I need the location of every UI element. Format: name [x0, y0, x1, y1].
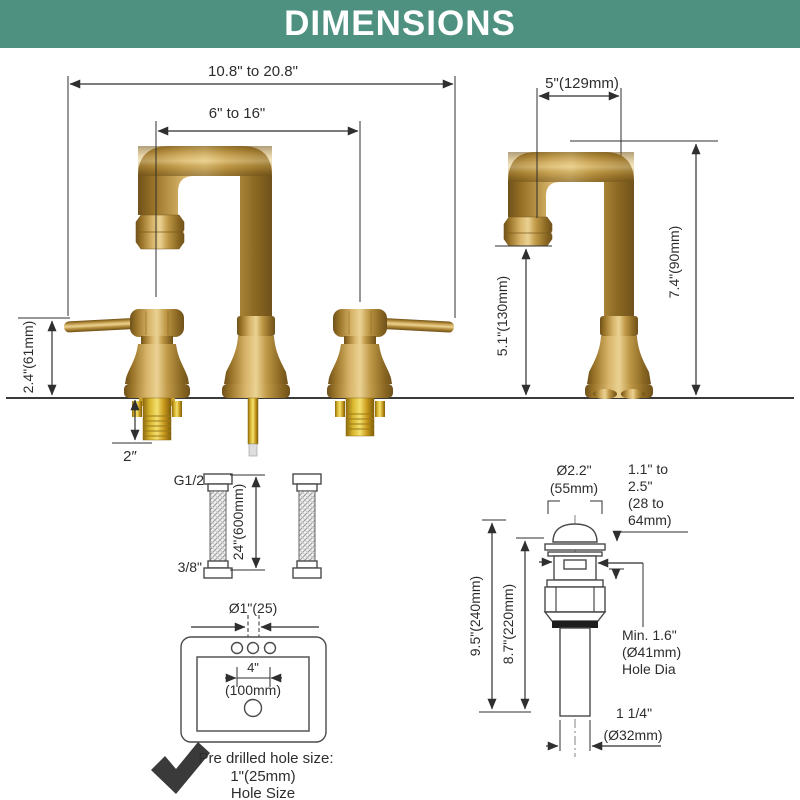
side-view-drawing — [503, 88, 653, 399]
predrilled-note-line1: Pre drilled hole size: — [198, 750, 333, 767]
handle-spread-label: 6" to 16" — [209, 105, 266, 122]
dim-spout-reach: 5"(129mm) — [536, 75, 620, 218]
drain-popup-cap — [552, 523, 598, 543]
dim-drain-total-height: 9.5"(240mm) — [467, 519, 531, 713]
front-right-handle-bell — [328, 344, 392, 384]
dim-handle-height: 2.4"(61mm) — [18, 317, 70, 396]
sink-hole-left — [230, 641, 244, 655]
mount-range-line4: 64mm) — [628, 512, 672, 528]
sink-basin — [196, 656, 310, 732]
front-center-rod — [247, 397, 259, 445]
dim-hole-spacing: 4" (100mm) — [225, 660, 282, 698]
dim-hose-length: 24"(600mm) — [230, 474, 265, 571]
tailpipe-dia-line1: 1 1/4" — [616, 705, 652, 721]
drain-taper — [543, 611, 607, 622]
min-hole-line2: (Ø41mm) — [622, 644, 681, 660]
front-right-handle-base — [327, 384, 393, 398]
hose-bottom-thread-label: 3/8" — [178, 559, 202, 575]
side-spout-arm-shading — [508, 152, 634, 182]
drain-tailpipe — [559, 627, 591, 717]
dim-deck-thickness: 2″ — [112, 399, 152, 465]
technical-drawing: 10.8" to 20.8" 6" to 16" 2.4"(61mm) 2″ — [6, 63, 794, 800]
hose-1 — [203, 473, 233, 579]
drain-drawing: Ø2.2" (55mm) 1.1" to 2.5" (28 to 64mm) — [467, 461, 688, 757]
front-spout — [138, 146, 272, 390]
front-left-handle-cap — [130, 309, 184, 337]
front-left-lever — [64, 318, 139, 333]
front-left-shank-nut-r — [172, 401, 182, 417]
hose-length-label: 24"(600mm) — [230, 484, 246, 561]
hole-spacing-mm-label: (100mm) — [225, 682, 281, 698]
tailpipe-dia-line2: (Ø32mm) — [603, 727, 662, 743]
spout-reach-label: 5"(129mm) — [545, 75, 619, 92]
dimensions-header: DIMENSIONS — [0, 0, 800, 48]
drain-flange-dia-line1: Ø2.2" — [556, 462, 591, 478]
front-left-handle-neck — [141, 336, 173, 346]
front-spout-bell — [224, 336, 288, 384]
front-right-lever — [379, 318, 454, 333]
front-left-shank-nut-l — [132, 401, 142, 417]
drain-overflow-slot — [563, 559, 587, 570]
dim-handle-spread: 6" to 16" — [155, 105, 361, 302]
front-view-drawing — [64, 146, 454, 457]
dim-tailpipe-dia: 1 1/4" (Ø32mm) — [546, 705, 663, 751]
sink-hole-dia-label: Ø1"(25) — [229, 600, 278, 616]
drain-flange-dia-line2: (55mm) — [550, 480, 598, 496]
front-spout-arm-shading — [138, 146, 272, 176]
side-spout-bell — [587, 336, 651, 384]
predrilled-note-line3: Hole Size — [231, 785, 295, 800]
checkmark-icon — [151, 742, 210, 794]
sink-hole-right — [263, 641, 277, 655]
overall-width-label: 10.8" to 20.8" — [208, 63, 298, 80]
flange-bracket-right — [590, 500, 603, 514]
side-spout — [508, 152, 634, 390]
front-left-handle-base — [124, 384, 190, 398]
side-base-scallop-1 — [593, 389, 617, 399]
dim-outlet-height: 5.1"(130mm) — [494, 245, 552, 396]
supply-hoses-drawing: G1/2 3/8" 24"(600mm) — [174, 472, 322, 579]
front-right-shank — [345, 397, 375, 437]
drain-total-height-label: 9.5"(240mm) — [467, 576, 483, 656]
front-right-handle-neck — [344, 336, 376, 346]
front-left-handle-bell — [125, 344, 189, 384]
sink-hole-center — [246, 641, 260, 655]
side-spout-nut — [600, 316, 638, 336]
mount-range-line1: 1.1" to — [628, 461, 668, 477]
drain-flange-plate1 — [544, 543, 606, 551]
predrilled-note-line2: 1"(25mm) — [230, 768, 295, 785]
handle-height-label: 2.4"(61mm) — [20, 321, 36, 394]
sink-drawing: Ø1"(25) 4" (100mm) Pre drilled hole size… — [151, 600, 334, 800]
drain-step-flange — [546, 579, 604, 588]
dim-spout-height: 7.4"(90mm) — [570, 140, 718, 396]
min-hole-line1: Min. 1.6" — [622, 627, 677, 643]
sink-drain-hole — [243, 698, 263, 718]
front-left-shank — [142, 397, 172, 441]
drain-gasket — [552, 621, 598, 628]
side-aerator — [503, 216, 553, 247]
outlet-height-label: 5.1"(130mm) — [494, 276, 510, 356]
hose-top-thread-label: G1/2 — [174, 472, 205, 488]
mount-range-line3: (28 to — [628, 495, 664, 511]
front-right-shank-nut-l — [335, 401, 345, 417]
front-right-shank-nut-r — [375, 401, 385, 417]
hose-2 — [292, 473, 322, 579]
spout-height-label: 7.4"(90mm) — [666, 226, 682, 299]
dim-overall-width: 10.8" to 20.8" — [67, 63, 456, 318]
drain-body-height-label: 8.7"(220mm) — [500, 584, 516, 664]
dim-drain-body-height: 8.7"(220mm) — [500, 537, 544, 710]
front-center-rod-tip — [248, 443, 258, 457]
deck-thickness-label: 2″ — [123, 448, 137, 465]
min-hole-line3: Hole Dia — [622, 661, 676, 677]
front-spout-base — [222, 384, 290, 398]
front-right-handle-cap — [333, 309, 387, 337]
drain-lower-body — [544, 586, 606, 613]
flange-bracket-left — [547, 500, 560, 514]
page-title: DIMENSIONS — [284, 4, 516, 43]
mount-range-line2: 2.5" — [628, 478, 652, 494]
hole-spacing-label: 4" — [247, 660, 259, 675]
front-spout-nut — [237, 316, 275, 336]
side-base-scallop-2 — [621, 389, 645, 399]
